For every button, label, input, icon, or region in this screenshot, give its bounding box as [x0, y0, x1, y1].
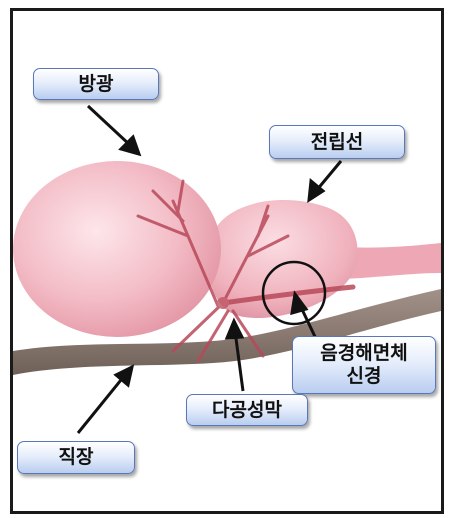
label-rectum-text: 직장: [58, 446, 94, 469]
anatomy-illustration: [13, 104, 441, 434]
label-nerve-line2: 신경: [346, 365, 382, 387]
label-prostate: 전립선: [269, 125, 405, 159]
nerve-highlight-circle: [261, 260, 327, 326]
bladder-shape: [13, 161, 221, 337]
label-bladder: 방광: [33, 68, 159, 100]
label-prostate-text: 전립선: [310, 130, 364, 153]
pointer-arrows: [76, 104, 343, 434]
label-bladder-text: 방광: [78, 72, 114, 95]
label-rectum: 직장: [17, 441, 135, 474]
label-plexus-text: 다공성막: [212, 398, 282, 421]
label-plexus: 다공성막: [186, 394, 308, 426]
diagram-frame: 방광 전립선 음경해면체 신경 다공성막 직장: [10, 8, 444, 514]
label-nerve-line1: 음경해면체: [320, 342, 408, 365]
nerve-plexus: [136, 179, 356, 363]
rectum-shape: [13, 289, 441, 375]
label-cavernous-nerve: 음경해면체 신경: [292, 336, 436, 394]
